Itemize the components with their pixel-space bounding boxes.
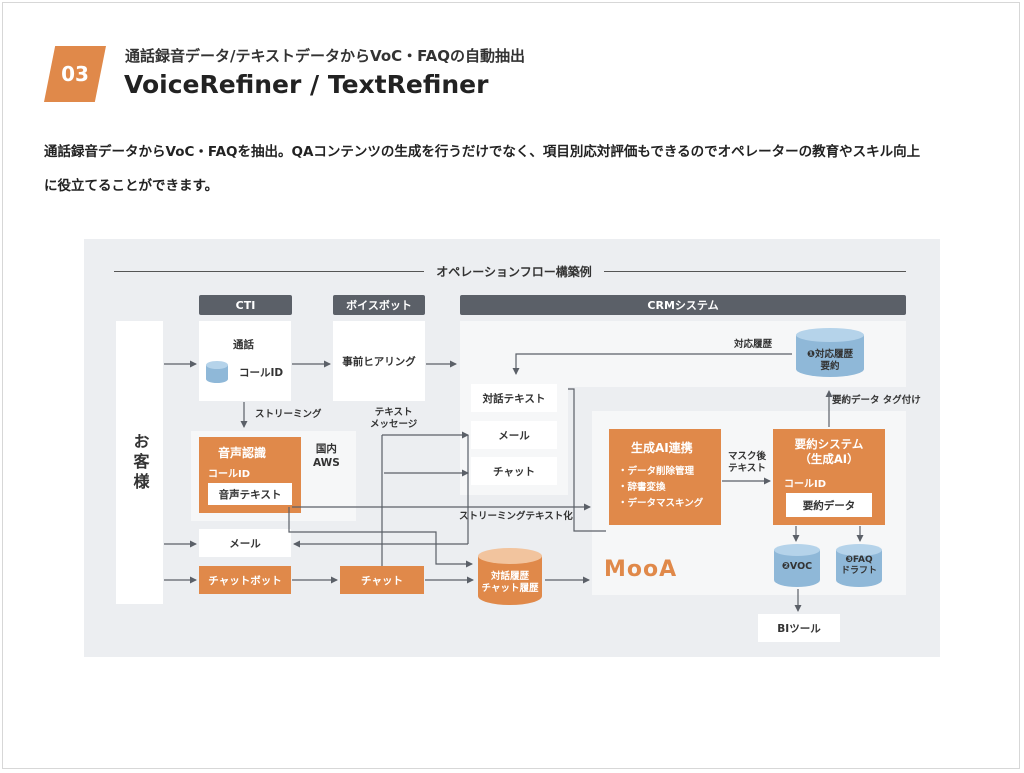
cti-call-label: 通話 bbox=[233, 339, 254, 351]
crm-item-dialog-text-label: 対話テキスト bbox=[482, 392, 546, 405]
history-db-icon bbox=[478, 548, 542, 605]
streaming-label: ストリーミング bbox=[255, 409, 322, 420]
call-db-icon bbox=[206, 361, 228, 383]
response-history-db-icon bbox=[796, 328, 864, 377]
diagram-title: オペレーションフロー構築例 bbox=[424, 263, 604, 280]
lead-line-2: に役立てることができます。 bbox=[44, 178, 219, 194]
cti-call-id: コールID bbox=[239, 367, 284, 379]
lead-line-1: 通話録音データからVoC・FAQを抽出。QAコンテンツの生成を行うだけでなく、項… bbox=[44, 144, 921, 160]
speech-call-id: コールID bbox=[208, 469, 251, 480]
history-db-label: 対話履歴 チャット履歴 bbox=[481, 571, 539, 594]
voc-db-label: ❷VOC bbox=[781, 561, 813, 572]
section-header-cti: CTI bbox=[199, 295, 292, 315]
genai-title: 生成AI連携 bbox=[631, 441, 693, 455]
crm-item-chat-label: チャット bbox=[493, 465, 535, 478]
section-header-voicebot: ボイスボット bbox=[333, 295, 425, 315]
chat-channel-label: チャット bbox=[361, 574, 403, 587]
domestic-aws-label: 国内 AWS bbox=[313, 443, 340, 469]
speech-recognition-title: 音声認識 bbox=[218, 446, 267, 460]
faq-db-label: ❸FAQ ドラフト bbox=[840, 555, 877, 576]
voicebot-hearing-label: 事前ヒアリング bbox=[342, 355, 416, 368]
streaming-text-label: ストリーミングテキスト化 bbox=[459, 511, 573, 522]
chatbot-label: チャットボット bbox=[208, 574, 282, 587]
operation-flow-diagram: オペレーションフロー構築例 お客様 CTI ボイスボット CRMシステム 通話 … bbox=[84, 239, 940, 657]
text-message-label: テキスト メッセージ bbox=[370, 407, 418, 430]
bi-tool-box: BIツール bbox=[758, 614, 840, 642]
bi-tool-label: BIツール bbox=[777, 622, 821, 635]
mail-channel-box: メール bbox=[199, 529, 291, 557]
cti-call-box bbox=[199, 321, 291, 401]
page-title: VoiceRefiner / TextRefiner bbox=[124, 70, 489, 99]
mooa-logo: MooA bbox=[604, 557, 678, 582]
section-number-badge: 03 bbox=[44, 46, 106, 102]
customer-label: お客様 bbox=[130, 432, 150, 493]
summary-call-id: コールID bbox=[784, 479, 827, 490]
response-history-db-label: ❶対応履歴 要約 bbox=[806, 349, 854, 372]
voicebot-box: 事前ヒアリング bbox=[333, 321, 425, 401]
section-header-crm: CRMシステム bbox=[460, 295, 906, 315]
summary-data-label: 要約データ bbox=[802, 499, 856, 512]
genai-item-3: ・データマスキング bbox=[618, 498, 704, 509]
genai-item-1: ・データ削除管理 bbox=[618, 466, 695, 477]
chatbot-box: チャットボット bbox=[199, 566, 291, 594]
summary-system-title: 要約システム （生成AI） bbox=[794, 437, 864, 466]
speech-text-box: 音声テキスト bbox=[208, 483, 292, 505]
genai-item-2: ・辞書変換 bbox=[618, 482, 666, 493]
lead-paragraph: 通話録音データからVoC・FAQを抽出。QAコンテンツの生成を行うだけでなく、項… bbox=[44, 135, 994, 203]
page-subtitle: 通話録音データ/テキストデータからVoC・FAQの自動抽出 bbox=[125, 47, 526, 65]
genai-box bbox=[609, 429, 721, 525]
response-history-label: 対応履歴 bbox=[734, 339, 773, 350]
mail-channel-label: メール bbox=[229, 537, 261, 550]
voc-db-icon bbox=[774, 544, 820, 587]
summary-data-box: 要約データ bbox=[786, 493, 872, 517]
customer-box: お客様 bbox=[116, 321, 163, 604]
crm-item-dialog-text: 対話テキスト bbox=[471, 384, 557, 412]
summary-tag-label: 要約データ タグ付け bbox=[832, 395, 921, 406]
crm-item-mail: メール bbox=[471, 421, 557, 449]
connector-lines bbox=[164, 353, 864, 612]
crm-item-mail-label: メール bbox=[498, 429, 530, 442]
masked-text-label: マスク後 テキスト bbox=[728, 451, 767, 474]
crm-item-chat: チャット bbox=[471, 457, 557, 485]
chat-channel-box: チャット bbox=[340, 566, 424, 594]
faq-db-icon bbox=[836, 544, 882, 587]
speech-text-label: 音声テキスト bbox=[218, 488, 282, 501]
